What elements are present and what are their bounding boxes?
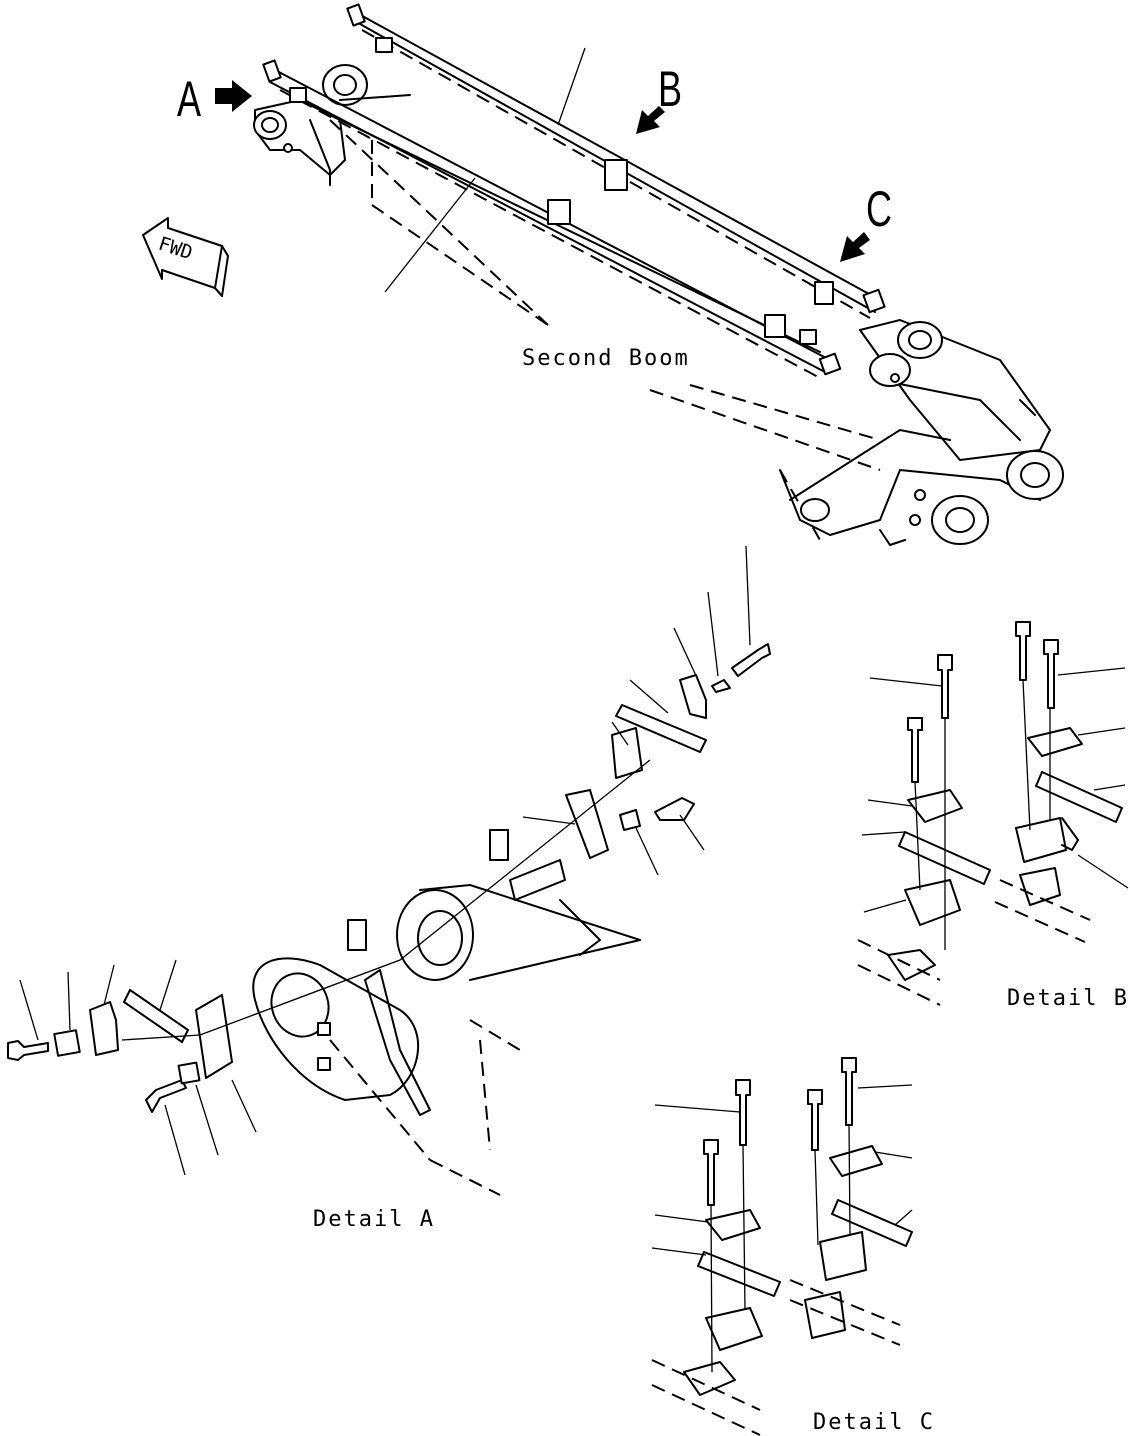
detail-a-drawing [7, 545, 771, 1196]
detail-c-caption: Detail C [813, 1410, 935, 1435]
fwd-arrow-icon: FWD [142, 217, 229, 297]
view-c-callout: C [866, 181, 892, 237]
detail-a-caption: Detail A [313, 1207, 435, 1232]
view-a-callout: A [177, 71, 202, 127]
second-boom-caption: Second Boom [522, 346, 690, 371]
arrow-b-icon [636, 106, 665, 134]
detail-b-drawing [857, 621, 1129, 1006]
arrow-a-icon [215, 80, 252, 112]
arrow-c-icon [840, 232, 870, 262]
detail-b-caption: Detail B [1007, 986, 1129, 1011]
view-b-callout: B [658, 61, 683, 117]
view-arrows [215, 80, 870, 262]
detail-c-drawing [651, 1057, 913, 1436]
second-boom-assembly [253, 3, 1064, 546]
